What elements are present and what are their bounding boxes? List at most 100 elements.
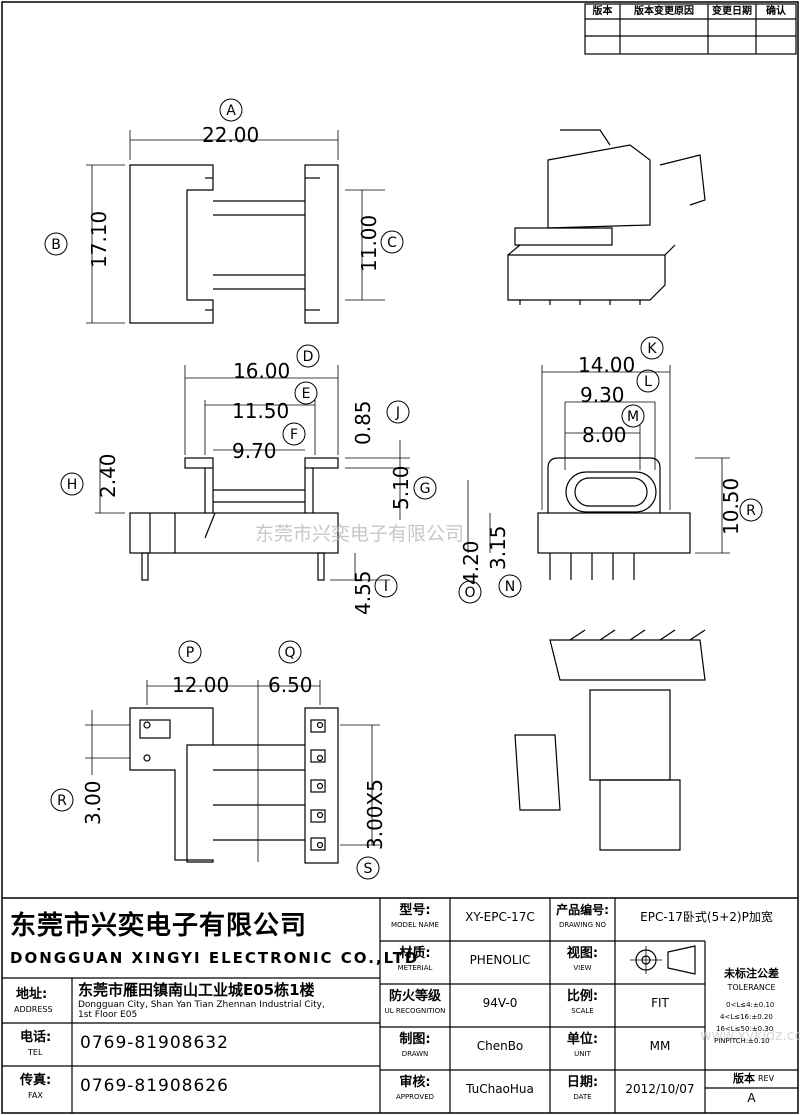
bubble-label-d: D <box>303 349 314 365</box>
isometric-view-bottom <box>514 629 706 851</box>
bubble-label-q: Q <box>284 645 295 661</box>
fax-label-cn: 传真: <box>20 1073 52 1088</box>
dim-j: 0.85 <box>351 400 375 445</box>
title-block-grid <box>2 897 798 1113</box>
side-view <box>467 365 730 580</box>
bubble-circle-l <box>636 369 660 393</box>
drawing-no-label-en: DRAWING NO <box>559 921 606 929</box>
bubble-label-l: L <box>644 374 652 390</box>
bubble-label-r: R <box>57 793 67 809</box>
dim-l: 9.30 <box>580 383 625 407</box>
address-cn: 东莞市雁田镇南山工业城E05栋1楼 <box>78 981 315 999</box>
address-en-2: 1st Floor E05 <box>78 1010 138 1020</box>
unit-value: MM <box>649 1039 671 1053</box>
isometric-view-top <box>507 129 706 305</box>
approved-label-cn: 审核: <box>399 1075 431 1090</box>
top-view <box>86 130 385 324</box>
bubble-circle-n <box>498 574 522 598</box>
rev-header-reason: 版本变更原因 <box>634 6 694 17</box>
bubble-circle-r <box>739 498 763 522</box>
bubble-label-o: O <box>464 585 475 601</box>
rev-label-en: REV <box>758 1074 775 1083</box>
bubble-circle-g <box>413 476 437 500</box>
bubble-circle-j <box>386 400 410 424</box>
view-label-en: VIEW <box>573 964 592 972</box>
bubble-circle-r <box>50 788 74 812</box>
rev-header-version: 版本 <box>592 6 613 17</box>
dim-d: 16.00 <box>233 359 290 383</box>
dim-a: 22.00 <box>202 123 259 147</box>
scale-label-en: SCALE <box>571 1007 594 1015</box>
dim-c: 11.00 <box>357 215 381 272</box>
bubble-label-f: F <box>290 427 298 443</box>
company-watermark: 东莞市兴奕电子有限公司 <box>255 523 464 545</box>
view-label-cn: 视图: <box>566 946 599 961</box>
front-view <box>95 365 410 581</box>
fax-label-en: FAX <box>28 1091 43 1100</box>
tolerance-line-4: PINPITCH:±0.10 <box>714 1037 770 1045</box>
ul-value: 94V-0 <box>482 996 518 1010</box>
scale-value: FIT <box>651 996 669 1010</box>
tolerance-title-cn: 未标注公差 <box>724 967 779 980</box>
dim-o: 4.20 <box>459 540 483 585</box>
company-name-cn: 东莞市兴奕电子有限公司 <box>10 911 308 941</box>
tolerance-title-en: TOLERANCE <box>727 983 776 992</box>
drawn-value: ChenBo <box>476 1039 524 1053</box>
tolerance-line-3: 16<L≤50:±0.30 <box>716 1025 774 1033</box>
tel-label-cn: 电话: <box>20 1030 52 1045</box>
bubble-label-s: S <box>364 861 373 877</box>
dim-k: 14.00 <box>578 353 635 377</box>
bubble-circle-q <box>278 640 302 664</box>
ul-label-en: UL RECOGNITION <box>384 1007 446 1015</box>
bubble-label-n: N <box>505 579 515 595</box>
address-label-cn: 地址: <box>16 987 48 1002</box>
unit-label-cn: 单位: <box>566 1032 599 1047</box>
bubble-circle-f <box>282 422 306 446</box>
tolerance-line-1: 0<L≤4:±0.10 <box>726 1001 775 1009</box>
bubble-label-e: E <box>302 386 311 402</box>
bubble-label-h: H <box>67 477 78 493</box>
bubble-label-p: P <box>186 645 194 661</box>
dim-q: 6.50 <box>268 673 313 697</box>
dim-m: 8.00 <box>582 423 627 447</box>
bubble-label-r: R <box>746 503 756 519</box>
bubble-label-i: I <box>384 579 388 595</box>
bubble-label-j: J <box>395 405 400 421</box>
tel-label-en: TEL <box>28 1048 43 1057</box>
bubble-label-k: K <box>647 341 657 357</box>
bubble-circle-b <box>44 232 68 256</box>
bubble-circle-e <box>294 381 318 405</box>
projection-symbol-icon <box>630 945 696 975</box>
dim-r-bottom: 3.00 <box>81 780 105 825</box>
date-label-en: DATE <box>573 1093 592 1101</box>
dim-i: 4.55 <box>351 570 375 615</box>
dim-e: 11.50 <box>232 399 289 423</box>
date-label-cn: 日期: <box>566 1075 599 1090</box>
tel-number: 0769-81908632 <box>80 1033 229 1053</box>
model-value: XY-EPC-17C <box>465 910 535 924</box>
bottom-view <box>85 680 380 864</box>
material-value: PHENOLIC <box>469 953 531 967</box>
bubble-label-a: A <box>226 103 236 119</box>
bubble-circle-s <box>356 856 380 880</box>
site-watermark: www.xykjdz.com <box>700 1028 800 1044</box>
approved-label-en: APPROVED <box>395 1093 435 1101</box>
material-label-cn: 材质: <box>399 946 431 961</box>
dim-h: 2.40 <box>96 453 120 498</box>
address-label-en: ADDRESS <box>14 1005 53 1014</box>
material-label-en: METERIAL <box>397 964 433 972</box>
bubble-circle-d <box>296 344 320 368</box>
scale-label-cn: 比例: <box>566 989 599 1004</box>
ul-label-cn: 防火等级 <box>388 989 441 1004</box>
bubble-circle-a <box>219 98 243 122</box>
unit-label-en: UNIT <box>574 1050 591 1058</box>
bubble-circle-p <box>178 640 202 664</box>
rev-header-confirm: 确认 <box>766 6 786 17</box>
bubble-label-b: B <box>51 237 61 253</box>
bubble-circle-h <box>60 472 84 496</box>
drawn-label-cn: 制图: <box>399 1032 431 1047</box>
bubble-circle-i <box>374 574 398 598</box>
tolerance-line-2: 4<L≤16:±0.20 <box>720 1013 773 1021</box>
